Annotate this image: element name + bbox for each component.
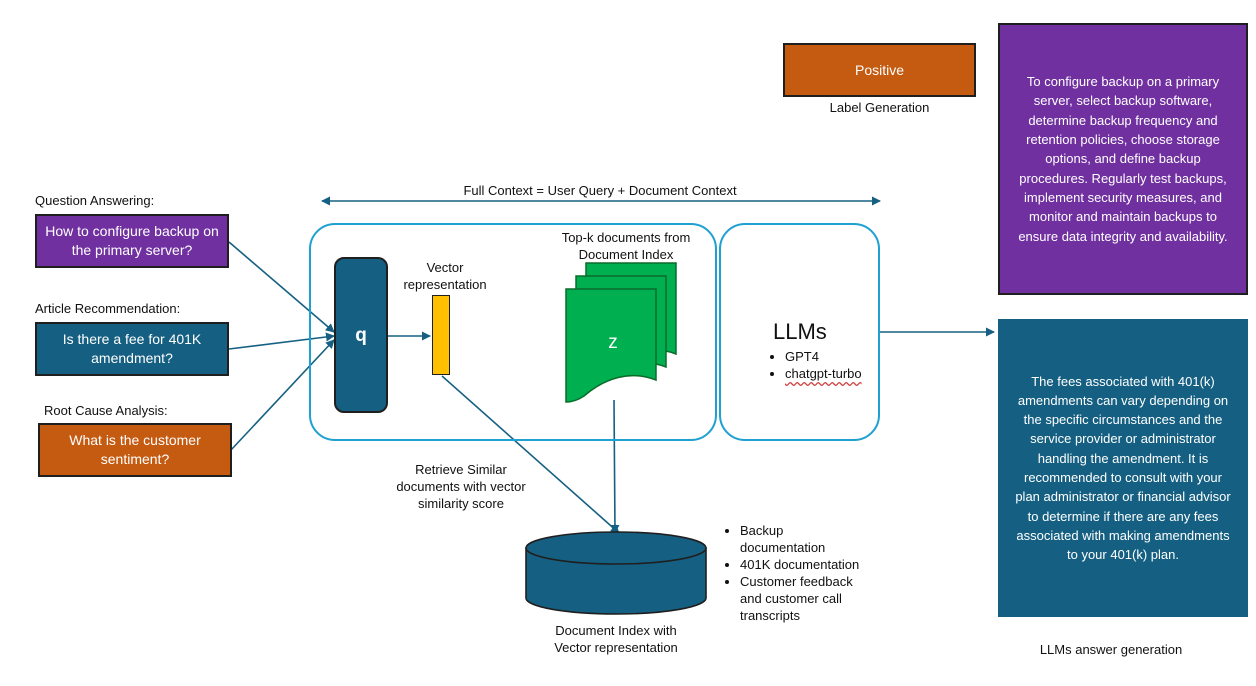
llm-title: LLMs	[773, 319, 827, 344]
database-contents-list: Backup documentation 401K documentation …	[722, 522, 860, 624]
arrow-task3-to-q	[230, 339, 335, 451]
query-box-recommendation: Is there a fee for 401K amendment?	[35, 322, 229, 376]
task-title-recommendation: Article Recommendation:	[35, 301, 181, 316]
query-text-qa: How to configure backup on the primary s…	[45, 223, 219, 258]
llm-model-chatgpt: chatgpt-turbo	[785, 365, 862, 382]
full-context-label: Full Context = User Query + Document Con…	[463, 183, 737, 198]
task-title-root-cause: Root Cause Analysis:	[44, 403, 168, 418]
database-label: Document Index with Vector representatio…	[554, 623, 678, 655]
arrow-task2-to-q	[228, 332, 335, 350]
answer-panel-401k: The fees associated with 401(k) amendmen…	[998, 319, 1248, 617]
task-title-qa: Question Answering:	[35, 193, 155, 208]
document-letter: z	[608, 332, 618, 353]
arrow-vector-to-db	[441, 375, 620, 534]
answer-panel-backup: To configure backup on a primary server,…	[998, 23, 1248, 295]
q-label: q	[355, 324, 367, 346]
retrieve-label: Retrieve Similar documents with vector s…	[396, 462, 526, 511]
answer-generation-caption: LLMs answer generation	[1039, 642, 1183, 657]
vector-representation-label: Vector representation	[403, 260, 487, 292]
label-badge-text: Positive	[854, 61, 905, 78]
llm-frame	[719, 223, 880, 441]
query-text-root-cause: What is the customer sentiment?	[69, 432, 201, 467]
db-item-feedback: Customer feedback and customer call tran…	[740, 573, 860, 624]
database-cylinder	[525, 531, 707, 615]
db-item-backup: Backup documentation	[740, 522, 860, 556]
answer-backup-text: To configure backup on a primary server,…	[1018, 74, 1228, 244]
query-text-recommendation: Is there a fee for 401K amendment?	[62, 331, 202, 366]
topk-label: Top-k documents from Document Index	[561, 230, 691, 262]
vector-bar	[432, 295, 450, 375]
answer-401k-text: The fees associated with 401(k) amendmen…	[1015, 373, 1231, 563]
query-encoder-q: q	[334, 257, 388, 413]
document-stack	[565, 262, 677, 403]
llm-model-gpt4: GPT4	[785, 348, 862, 365]
retrieval-frame	[309, 223, 717, 441]
arrow-docs-db	[610, 399, 620, 534]
query-box-root-cause: What is the customer sentiment?	[38, 423, 232, 477]
db-item-401k: 401K documentation	[740, 556, 860, 573]
llm-model-list: GPT4 chatgpt-turbo	[767, 348, 862, 382]
query-box-qa: How to configure backup on the primary s…	[35, 214, 229, 268]
label-badge: Positive	[783, 43, 976, 97]
label-generation-caption: Label Generation	[829, 100, 930, 115]
arrow-task1-to-q	[228, 241, 335, 333]
